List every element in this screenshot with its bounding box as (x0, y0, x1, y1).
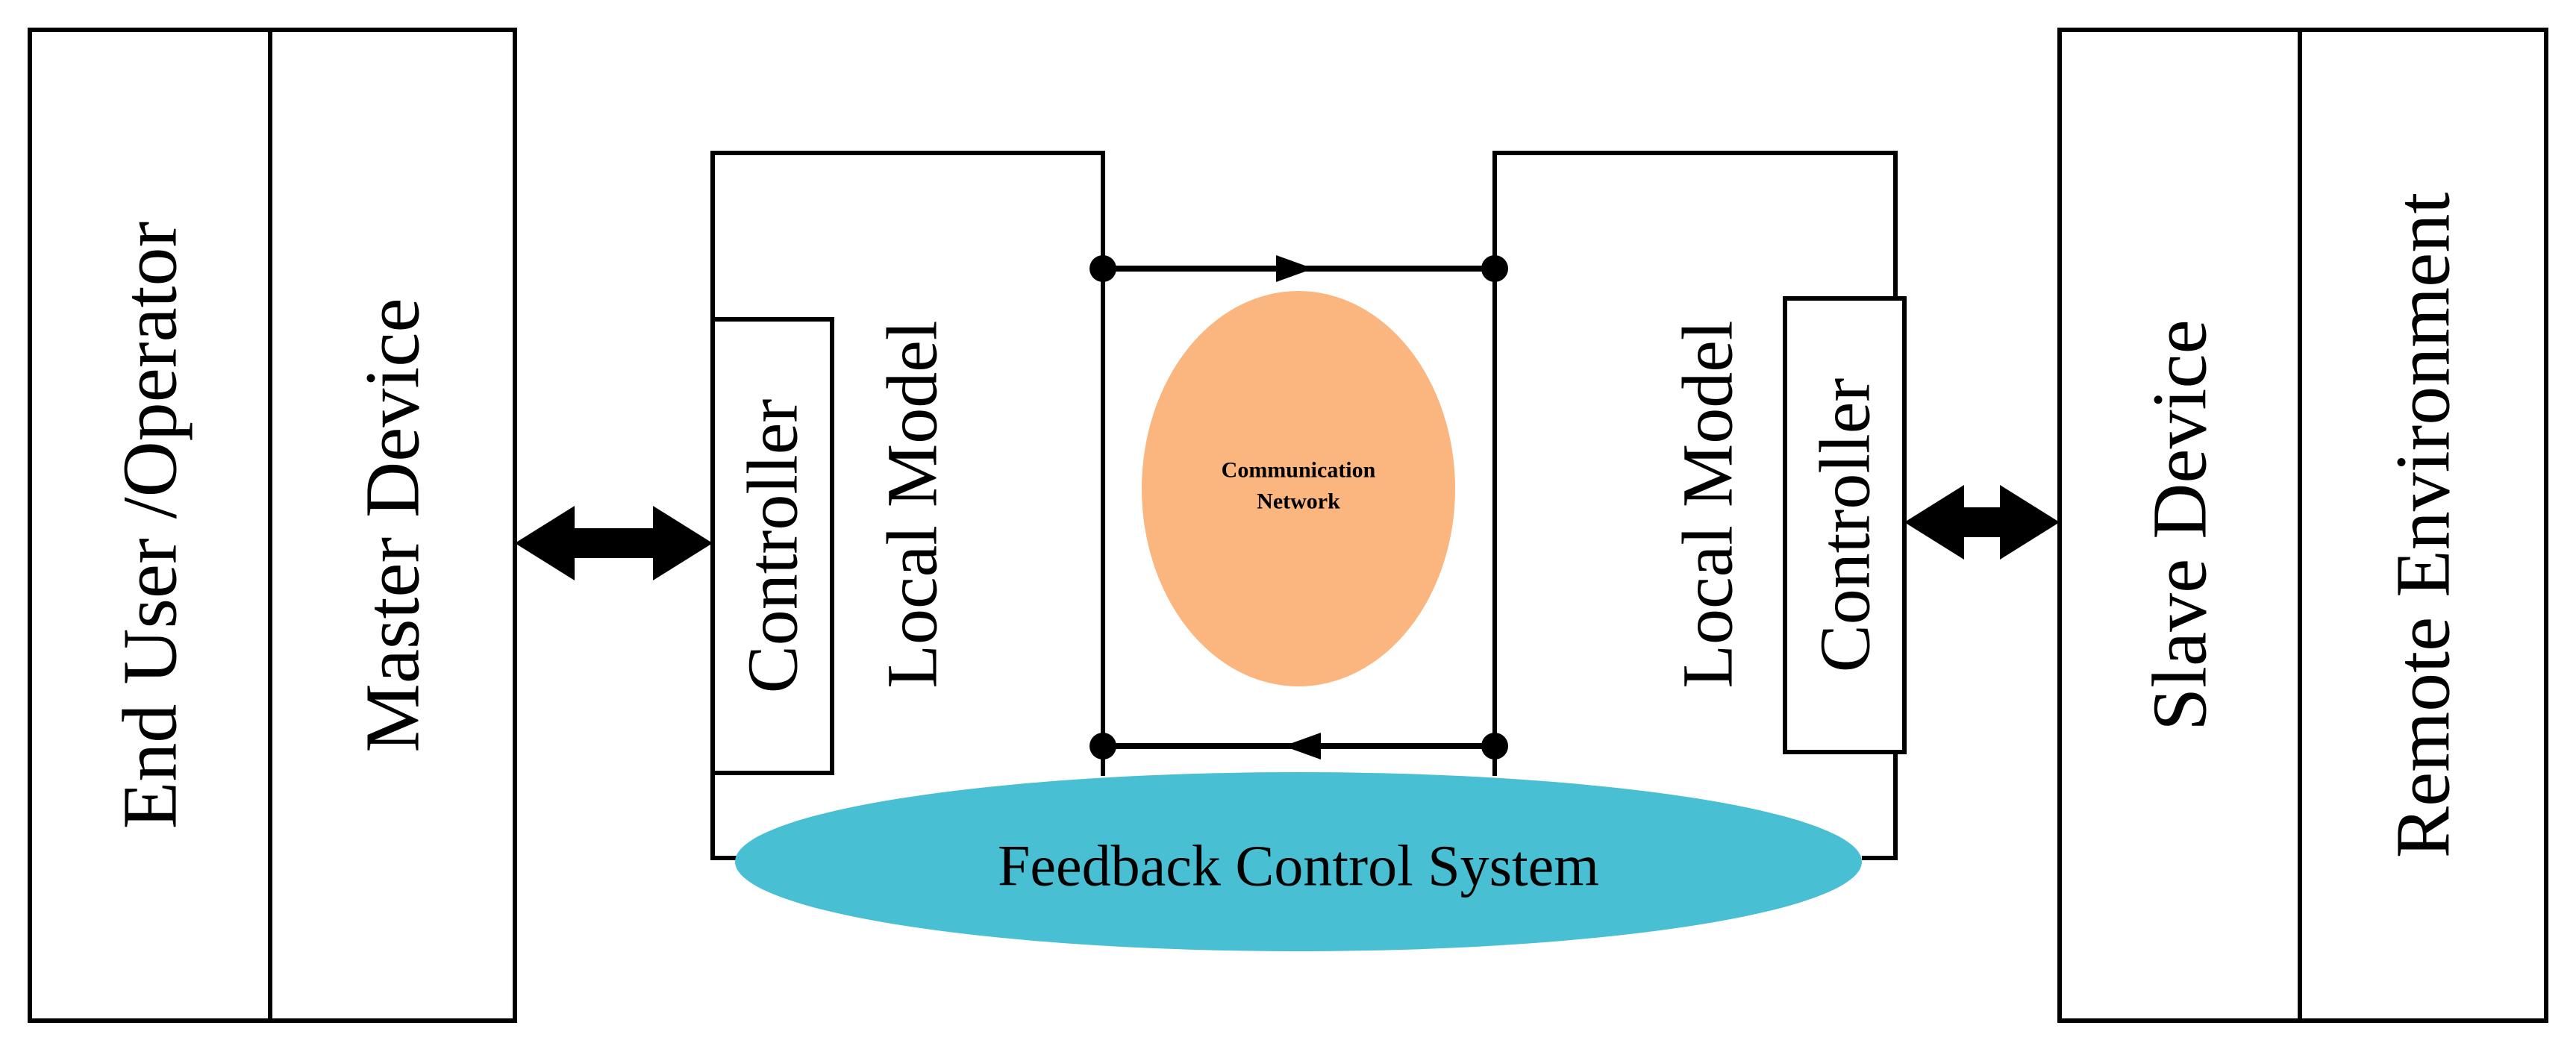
junction-dot-top-right (1481, 255, 1508, 282)
left-local-model-label: Local Model (872, 320, 952, 688)
remote-environment-label: Remote Environment (2380, 192, 2466, 859)
communication-network-line1: Communication (1222, 458, 1376, 483)
junction-dot-top-left (1090, 255, 1116, 282)
communication-network-line2: Network (1257, 489, 1340, 514)
right-controller-label: Controller (1805, 378, 1885, 673)
slave-device-label: Slave Device (2137, 319, 2223, 731)
left-controller-label: Controller (733, 399, 813, 694)
right-site-outline (1492, 151, 1898, 860)
left-controller-box (710, 317, 834, 775)
left-outer-block: End User /Operator Master Device (28, 28, 517, 1023)
feedback-control-system-label: Feedback Control System (998, 833, 1599, 898)
feedback-control-system-ellipse (735, 772, 1862, 951)
right-double-arrow-icon (1904, 485, 2060, 560)
forward-arrow-icon (1276, 255, 1313, 282)
end-user-label: End User /Operator (107, 222, 193, 829)
left-double-arrow-icon (515, 506, 713, 580)
end-user-box (28, 28, 272, 1023)
right-outer-block: Slave Device Remote Environment (2057, 28, 2548, 1023)
right-controller-box (1783, 296, 1907, 754)
remote-environment-box (2298, 28, 2548, 1023)
communication-network-ellipse (1142, 291, 1455, 686)
junction-dot-bottom-left (1090, 733, 1116, 760)
junction-dot-bottom-right (1481, 733, 1508, 760)
master-device-box (268, 28, 517, 1023)
right-local-model-label: Local Model (1668, 320, 1748, 688)
left-site-outline (710, 151, 1105, 860)
slave-device-box (2057, 28, 2302, 1023)
backward-arrow-icon (1284, 733, 1321, 760)
master-device-label: Master Device (350, 298, 436, 752)
